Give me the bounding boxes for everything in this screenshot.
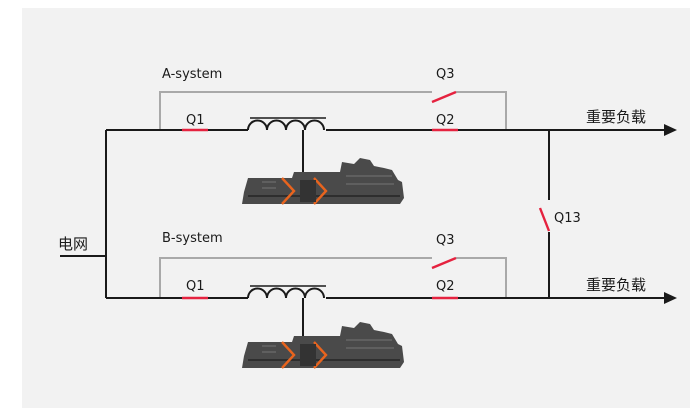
system-a-label: A-system bbox=[162, 67, 222, 82]
system-b-q2-label: Q2 bbox=[436, 279, 455, 294]
system-b-arrow-icon bbox=[664, 292, 677, 304]
system-b-bypass-right bbox=[456, 257, 507, 298]
system-b-q1-label: Q1 bbox=[186, 279, 205, 294]
system-a-transformer-icon bbox=[247, 117, 326, 172]
system-a-bypass-left bbox=[159, 91, 432, 130]
tie-breaker: Q13 bbox=[538, 130, 581, 298]
q13-label: Q13 bbox=[554, 211, 581, 226]
system-a: A-system Q1 Q2 Q3 重要负载 bbox=[106, 67, 677, 205]
grid-label: 电网 bbox=[58, 235, 88, 253]
system-a-arrow-icon bbox=[664, 124, 677, 136]
system-b-generator-icon bbox=[242, 322, 404, 369]
system-b-q3-label: Q3 bbox=[436, 233, 455, 248]
system-a-load-label: 重要负载 bbox=[586, 108, 646, 126]
system-a-bypass-right bbox=[456, 91, 507, 130]
system-b-q3-switch bbox=[431, 256, 457, 270]
q13-switch bbox=[538, 207, 551, 232]
system-b-transformer-icon bbox=[247, 285, 326, 338]
system-a-q1-label: Q1 bbox=[186, 113, 205, 128]
system-b-label: B-system bbox=[162, 231, 223, 246]
system-a-q3-label: Q3 bbox=[436, 67, 455, 82]
system-a-q3-switch bbox=[431, 90, 457, 104]
system-a-q2-label: Q2 bbox=[436, 113, 455, 128]
system-b-load-label: 重要负载 bbox=[586, 276, 646, 294]
system-a-generator-icon bbox=[242, 158, 404, 205]
system-b: B-system Q1 Q2 Q3 重要负载 bbox=[106, 231, 677, 369]
system-b-bypass-left bbox=[159, 257, 432, 298]
grid-source: 电网 bbox=[58, 130, 107, 298]
